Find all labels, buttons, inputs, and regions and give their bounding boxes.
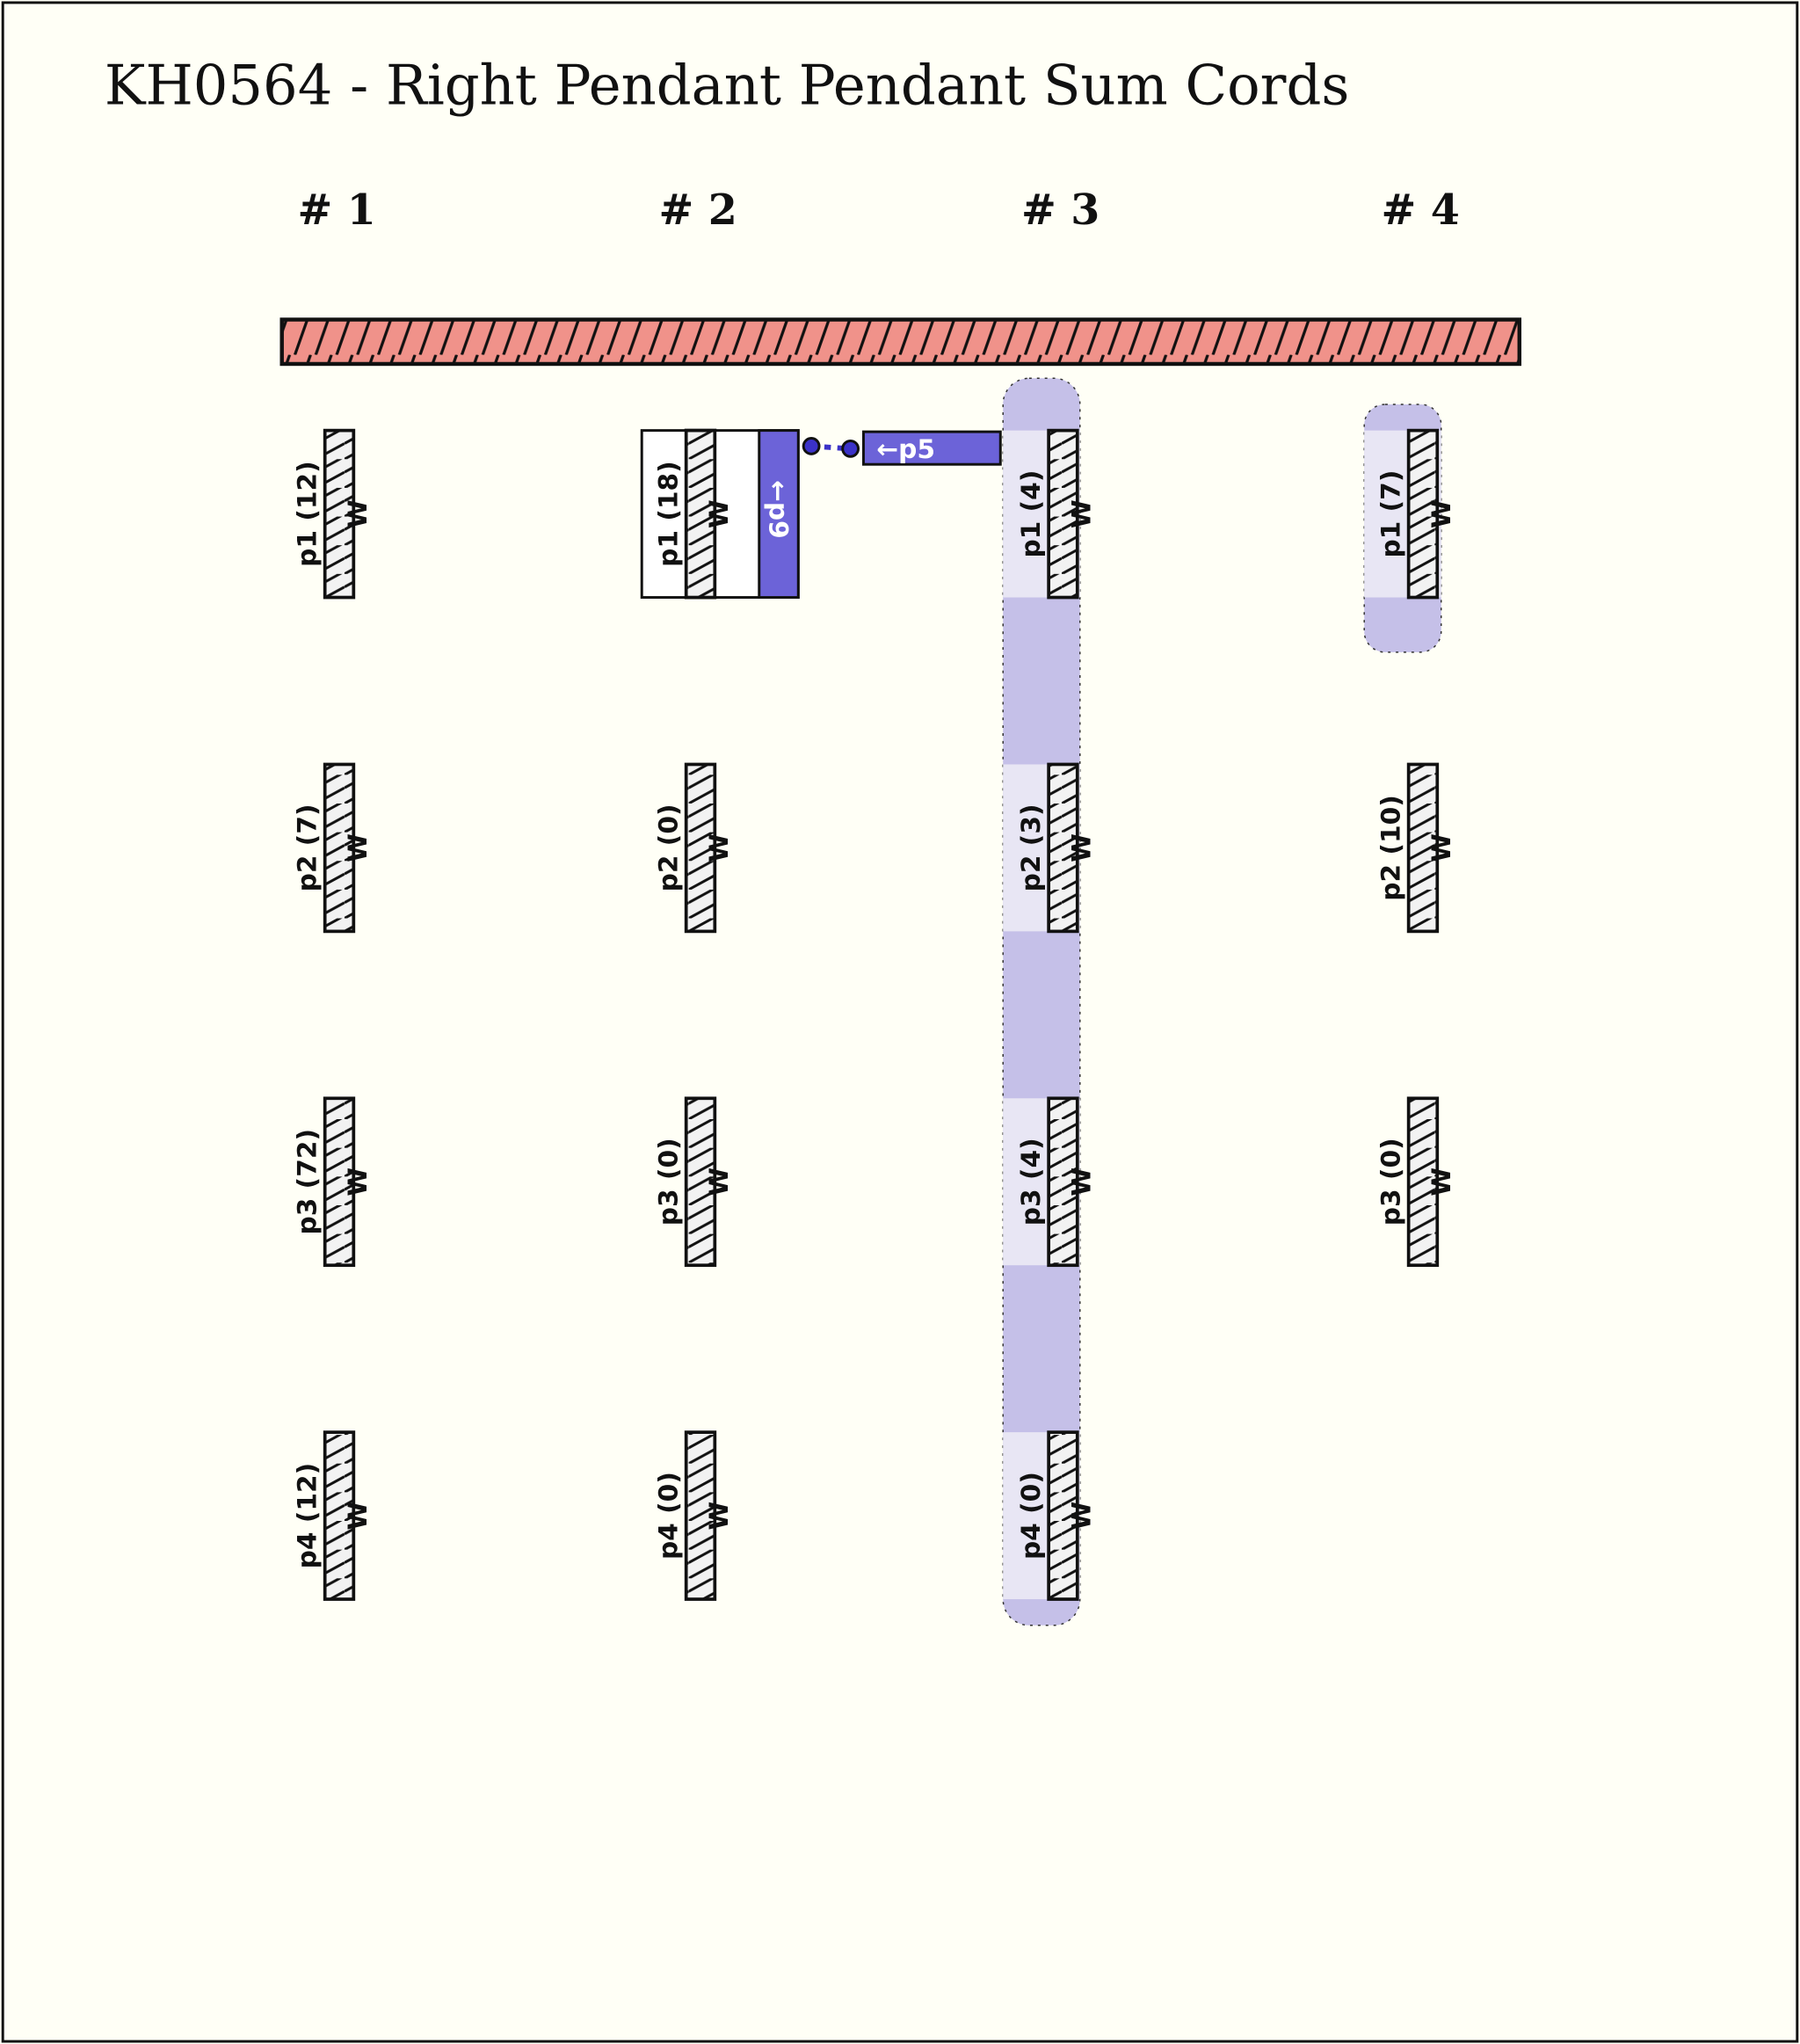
cord-color-label: W [1426,1167,1456,1197]
cord-color-label: W [1066,499,1097,528]
cord-hatch [686,764,715,932]
cord-color-label: W [342,1502,373,1531]
link-dot-icon [802,437,821,455]
cord-hatch [324,430,354,598]
cord-hatch [324,1098,354,1266]
cord-label: p2 (0) [652,804,683,891]
cord-label: p1 (7) [1375,470,1405,558]
cord-color-label: W [1426,499,1456,528]
cord-color-label: W [703,1167,734,1197]
cord-label: p3 (0) [1375,1138,1405,1226]
cord-hatch [1049,430,1078,598]
page-title: KH0564 - Right Pendant Pendant Sum Cords [105,54,1349,118]
cord-label: p1 (4) [1015,470,1046,558]
cord-label: p3 (72) [291,1129,322,1235]
primary-cord-hatch [281,319,1520,364]
cord-label: p1 (18) [652,461,683,567]
cord-color-label: W [1066,1502,1097,1531]
cord-color-label: W [342,833,373,862]
cord-hatch [1049,764,1078,932]
sum-link-p9-label: ←p9 [764,480,795,539]
cord-hatch [1049,1432,1078,1600]
sum-group-highlight [1002,377,1081,1626]
group-header: # 2 [659,185,737,235]
cord-color-label: W [342,499,373,528]
sum-link-p5 [861,430,1002,466]
cord-hatch [1408,1098,1438,1266]
cord-hatch [1408,764,1438,932]
cord-color-label: W [703,833,734,862]
cord-hatch [1049,1098,1078,1266]
cord-label: p1 (12) [291,461,322,567]
cord-color-label: W [1066,833,1097,862]
cord-color-label: W [703,499,734,528]
cord-label: p2 (3) [1015,804,1046,891]
cord-label: p3 (4) [1015,1138,1046,1226]
cord-hatch [324,1432,354,1600]
sum-link-p5-label: ←p5 [876,433,935,464]
cord-color-label: W [1426,833,1456,862]
cord-label: p3 (0) [652,1138,683,1226]
cord-label: p4 (0) [1015,1472,1046,1560]
link-dot-icon [841,440,860,458]
cord-label: p2 (10) [1375,795,1405,901]
cord-hatch [324,764,354,932]
sum-link-p9 [758,429,800,600]
cord-label: p2 (7) [291,804,322,891]
cord-hatch [686,430,715,598]
cord-color-label: W [342,1167,373,1197]
cord-label: p4 (12) [291,1463,322,1569]
group-header: # 3 [1021,185,1100,235]
cord-hatch [1408,430,1438,598]
cord-color-label: W [703,1502,734,1531]
group-header: # 1 [298,185,376,235]
cord-label: p4 (0) [652,1472,683,1560]
group-header: # 4 [1381,185,1459,235]
cord-hatch [686,1098,715,1266]
cord-hatch [686,1432,715,1600]
cord-color-label: W [1066,1167,1097,1197]
